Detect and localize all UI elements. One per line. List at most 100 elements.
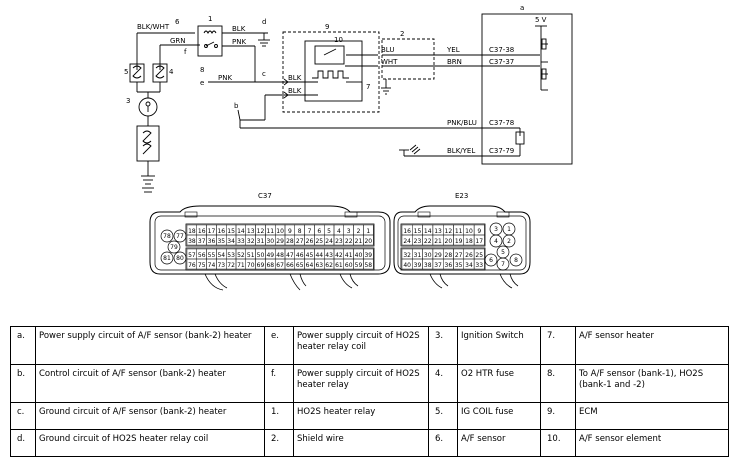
e23-round-pin-number: 8 xyxy=(514,257,518,264)
legend-key: c. xyxy=(10,402,36,430)
c37-pin-number: 74 xyxy=(208,262,216,269)
c37-pin-number: 71 xyxy=(237,262,245,269)
c37-pin-number: 16 xyxy=(198,228,206,235)
callout-9: 9 xyxy=(325,23,329,31)
c37-pin-number: 55 xyxy=(208,252,216,259)
c37-pin-number: 24 xyxy=(325,238,333,245)
c37-pin-number: 76 xyxy=(188,262,196,269)
c37-round-pin xyxy=(173,229,187,243)
label-wht: WHT xyxy=(381,58,398,66)
c37-pin-number: 14 xyxy=(237,228,245,235)
legend-description: Power supply circuit of HO2S heater rela… xyxy=(293,364,429,403)
c37-pin-number: 61 xyxy=(335,262,343,269)
legend-description: Power supply circuit of A/F sensor (bank… xyxy=(35,326,265,365)
label-pnk-left: PNK xyxy=(218,74,232,82)
legend-key: d. xyxy=(10,429,36,457)
legend-key: 5. xyxy=(428,402,458,430)
c37-pin-number: 23 xyxy=(335,238,343,245)
legend-description: A/F sensor xyxy=(457,429,541,457)
c37-round-pin-number: 77 xyxy=(176,233,184,240)
callout-7: 7 xyxy=(366,83,370,91)
c37-round-pin xyxy=(160,251,174,265)
label-c37-79: C37-79 xyxy=(489,147,514,155)
e23-round-pin xyxy=(489,234,503,248)
e23-round-pin-number: 2 xyxy=(507,238,511,245)
c37-round-pin xyxy=(160,229,174,243)
legend-row: d.Ground circuit of HO2S heater relay co… xyxy=(10,429,729,457)
e23-pin-number: 14 xyxy=(424,228,432,235)
legend-description: HO2S heater relay xyxy=(293,402,429,430)
legend-key: 9. xyxy=(540,402,576,430)
e23-pin-number: 12 xyxy=(445,228,453,235)
legend-key: 1. xyxy=(264,402,294,430)
legend-key: 8. xyxy=(540,364,576,403)
legend-key: 3. xyxy=(428,326,458,365)
wiring-section xyxy=(129,13,573,193)
e23-pin-number: 37 xyxy=(434,262,442,269)
e23-pin-number: 19 xyxy=(455,238,463,245)
callout-8: 8 xyxy=(200,66,204,74)
c37-pin-number: 42 xyxy=(335,252,343,259)
c37-pin-number: 7 xyxy=(308,228,312,235)
c37-pin-number: 35 xyxy=(217,238,225,245)
c37-pin-number: 15 xyxy=(227,228,235,235)
legend-description: A/F sensor heater xyxy=(575,326,729,365)
legend-row: b.Control circuit of A/F sensor (bank-2)… xyxy=(10,364,729,403)
e23-pin-number: 22 xyxy=(424,238,432,245)
e23-pin-number: 24 xyxy=(403,238,411,245)
c37-pin-number: 31 xyxy=(257,238,265,245)
e23-round-pin xyxy=(509,253,523,267)
label-pnk-blu: PNK/BLU xyxy=(447,119,477,127)
c37-connector-outline xyxy=(149,205,391,275)
legend-description: Ground circuit of HO2S heater relay coil xyxy=(35,429,265,457)
c37-pin-number: 5 xyxy=(327,228,331,235)
e23-pin-number: 25 xyxy=(475,252,483,259)
c37-pin-number: 56 xyxy=(198,252,206,259)
e23-round-pin-number: 7 xyxy=(501,261,505,268)
e23-round-pin xyxy=(496,257,510,271)
e23-pin-number: 16 xyxy=(403,228,411,235)
e23-pin-cell xyxy=(473,258,485,270)
c37-pin-number: 13 xyxy=(247,228,255,235)
callout-a: a xyxy=(520,4,524,12)
callout-4: 4 xyxy=(169,68,174,76)
legend-description: To A/F sensor (bank-1), HO2S (bank-1 and… xyxy=(575,364,729,403)
legend-table: a.Power supply circuit of A/F sensor (ba… xyxy=(10,326,729,457)
c37-pin-number: 30 xyxy=(266,238,274,245)
c37-pin-number: 8 xyxy=(298,228,302,235)
c37-pin-number: 43 xyxy=(325,252,333,259)
e23-round-pin-number: 3 xyxy=(494,226,498,233)
c37-pin-number: 66 xyxy=(286,262,294,269)
legend-row: c.Ground circuit of A/F sensor (bank-2) … xyxy=(10,402,729,430)
c37-pin-number: 57 xyxy=(188,252,196,259)
e23-round-pin-number: 6 xyxy=(489,257,493,264)
legend-key: 7. xyxy=(540,326,576,365)
e23-round-pin-number: 1 xyxy=(507,226,511,233)
e23-pin-number: 33 xyxy=(475,262,483,269)
c37-pin-number: 22 xyxy=(345,238,353,245)
c37-pin-number: 38 xyxy=(188,238,196,245)
e23-connector-outline xyxy=(393,205,531,275)
label-c37-38: C37-38 xyxy=(489,46,514,54)
c37-pin-cell xyxy=(363,234,374,246)
e23-pin-number: 34 xyxy=(465,262,473,269)
e23-pin-number: 18 xyxy=(465,238,473,245)
callout-3: 3 xyxy=(126,97,130,105)
harness-tails xyxy=(204,273,519,291)
c37-pin-number: 73 xyxy=(217,262,225,269)
c37-pin-number: 46 xyxy=(296,252,304,259)
e23-pin-number: 27 xyxy=(455,252,463,259)
c37-pin-number: 32 xyxy=(247,238,255,245)
c37-pin-number: 72 xyxy=(227,262,235,269)
legend-key: 10. xyxy=(540,429,576,457)
c37-pin-number: 75 xyxy=(198,262,206,269)
callout-b: b xyxy=(234,102,239,110)
e23-pin-number: 28 xyxy=(445,252,453,259)
c37-pin-number: 26 xyxy=(306,238,314,245)
e23-pin-number: 29 xyxy=(434,252,442,259)
e23-pin-number: 36 xyxy=(445,262,453,269)
c37-pin-number: 17 xyxy=(208,228,216,235)
label-blk-relay: BLK xyxy=(232,25,246,33)
c37-pin-number: 20 xyxy=(364,238,372,245)
c37-pin-number: 60 xyxy=(345,262,353,269)
